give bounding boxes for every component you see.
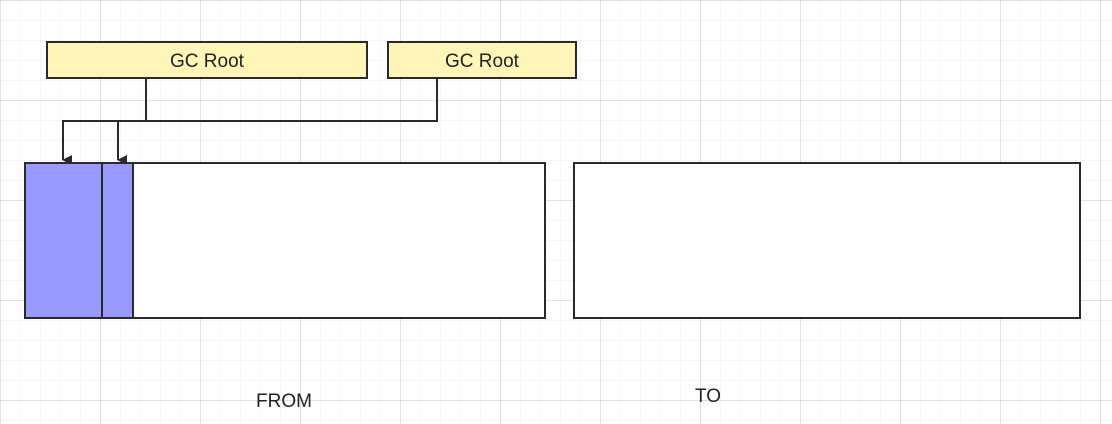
reference-arrow-2 [117,78,438,165]
reference-arrow-1 [62,78,147,165]
live-object-2[interactable] [101,162,134,319]
to-region[interactable] [573,162,1081,319]
gc-root-label-2: GC Root [445,51,520,72]
gc-root-node-1[interactable]: GC Root [46,41,368,79]
gc-root-label-1: GC Root [170,51,245,72]
to-region-label: TO [695,386,722,407]
from-region-label: FROM [256,391,312,412]
gc-root-node-2[interactable]: GC Root [387,41,577,79]
live-object-1[interactable] [24,162,103,319]
